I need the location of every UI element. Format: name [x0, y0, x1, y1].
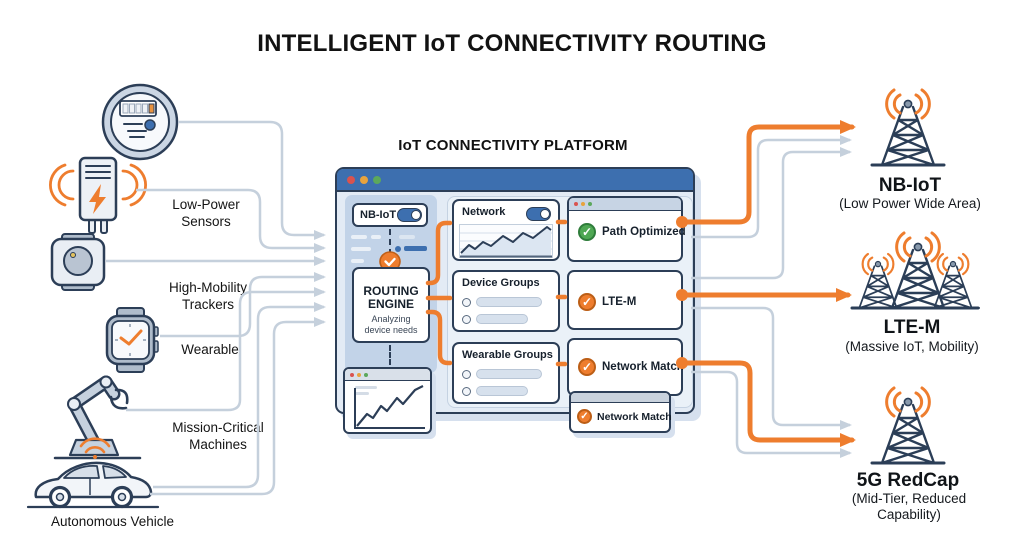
mini-dot-red: [574, 202, 578, 206]
group-radio[interactable]: [462, 387, 471, 396]
group-radio[interactable]: [462, 370, 471, 379]
sublabel-lte-m: (Massive IoT, Mobility): [845, 339, 979, 354]
lte-m-label: LTE-M: [602, 296, 637, 308]
sidebar-list-bar-active: [404, 246, 427, 251]
sidebar-list-bar: [371, 235, 381, 239]
group-radio[interactable]: [462, 298, 471, 307]
device-groups-title: Device Groups: [462, 277, 540, 289]
status-window-titlebar: [569, 198, 681, 211]
nb-iot-toggle-pill[interactable]: NB-IoT: [352, 203, 428, 227]
mini-text-bar: [355, 392, 369, 395]
lte-m-row: ✓ LTE-M: [569, 293, 681, 311]
flow-dashed-line: [389, 229, 391, 255]
lte-m-towers-icon: [850, 231, 980, 310]
robot-arm-icon: [53, 375, 142, 460]
smartwatch-icon: [105, 307, 159, 373]
nb-iot-toggle[interactable]: [397, 208, 422, 222]
network-card: Network: [452, 199, 560, 261]
label-nb-iot: NB-IoT: [878, 175, 942, 196]
network-match-card: ✓ Network Match: [567, 338, 684, 396]
nb-iot-toggle-label: NB-IoT: [360, 209, 397, 221]
low-power-sensor-icon: [49, 156, 147, 234]
routing-engine-title: ROUTING: [363, 284, 419, 298]
mini-dot-red: [350, 372, 354, 377]
popup-titlebar: [571, 393, 669, 403]
sidebar-list-bar: [351, 259, 364, 263]
path-optimized-window: ✓ Path Optimized: [567, 196, 686, 262]
group-bar: [476, 369, 542, 379]
mini-dot-yellow: [581, 202, 585, 206]
check-circle-orange-icon: ✓: [577, 409, 592, 424]
group-bar: [476, 386, 528, 396]
mini-dot-green: [364, 372, 368, 377]
path-optimized-label: Path Optimized: [602, 226, 686, 238]
label-5g-redcap: 5G RedCap: [856, 470, 960, 491]
lte-m-card: ✓ LTE-M: [567, 270, 683, 330]
routing-engine-title: ENGINE: [367, 296, 414, 311]
analytics-mini-window: [343, 367, 432, 434]
mini-line-chart: [354, 385, 425, 429]
group-radio[interactable]: [462, 315, 471, 324]
group-bar: [476, 314, 528, 324]
redcap-tower-icon: [870, 386, 946, 465]
window-dot-green: [373, 175, 381, 184]
check-circle-orange-icon: ✓: [578, 293, 596, 311]
label-lte-m: LTE-M: [883, 317, 941, 338]
window-dot-red: [347, 175, 355, 184]
network-match-row: ✓ Network Match: [569, 358, 684, 376]
mini-text-bar: [355, 386, 377, 389]
sublabel-nb-iot: (Low Power Wide Area): [839, 196, 981, 211]
platform-window: NB-IoT ROUTING ENGINE A: [335, 167, 695, 434]
routing-engine-subtitle: device needs: [364, 324, 418, 335]
sidebar: NB-IoT ROUTING ENGINE A: [345, 195, 437, 373]
mini-dot-green: [588, 202, 592, 206]
label-wearable: Wearable: [181, 342, 239, 357]
flow-dashed-line: [389, 345, 391, 365]
network-toggle[interactable]: [526, 207, 551, 221]
sidebar-list-bar: [399, 235, 415, 239]
routing-engine-subtitle: Analyzing: [371, 313, 411, 324]
window-titlebar: [337, 169, 693, 192]
device-groups-card: Device Groups: [452, 270, 560, 332]
sidebar-list-bar: [351, 235, 367, 239]
popup-row: ✓ Network Match: [571, 409, 672, 424]
path-optimized-row: ✓ Path Optimized: [569, 223, 686, 241]
check-circle-green-icon: ✓: [578, 223, 596, 241]
label-autonomous-vehicle: Autonomous Vehicle: [50, 514, 175, 529]
mini-window-titlebar: [345, 369, 430, 381]
wearable-groups-card: Wearable Groups: [452, 342, 560, 404]
network-match-label: Network Match: [602, 361, 684, 373]
nb-iot-tower-icon: [870, 88, 946, 167]
check-circle-orange-icon: ✓: [578, 358, 596, 376]
wearable-groups-title: Wearable Groups: [462, 349, 553, 361]
group-bar: [476, 297, 542, 307]
mini-dot-yellow: [357, 372, 361, 377]
smart-meter-icon: [101, 83, 179, 161]
routing-engine-card: ROUTING ENGINE Analyzing device needs: [352, 267, 430, 343]
popup-label: Network Match: [597, 410, 672, 423]
sidebar-list-bar: [351, 247, 371, 251]
network-chart: [459, 224, 553, 258]
page-title: INTELLIGENT IoT CONNECTIVITY ROUTING: [257, 30, 767, 57]
platform-heading: IoT CONNECTIVITY PLATFORM: [398, 137, 628, 154]
network-card-title: Network: [462, 206, 506, 218]
network-match-popup: ✓ Network Match: [569, 391, 672, 433]
tracker-icon: [50, 233, 106, 291]
sidebar-list-dot: [395, 246, 401, 252]
window-dot-yellow: [360, 175, 368, 184]
